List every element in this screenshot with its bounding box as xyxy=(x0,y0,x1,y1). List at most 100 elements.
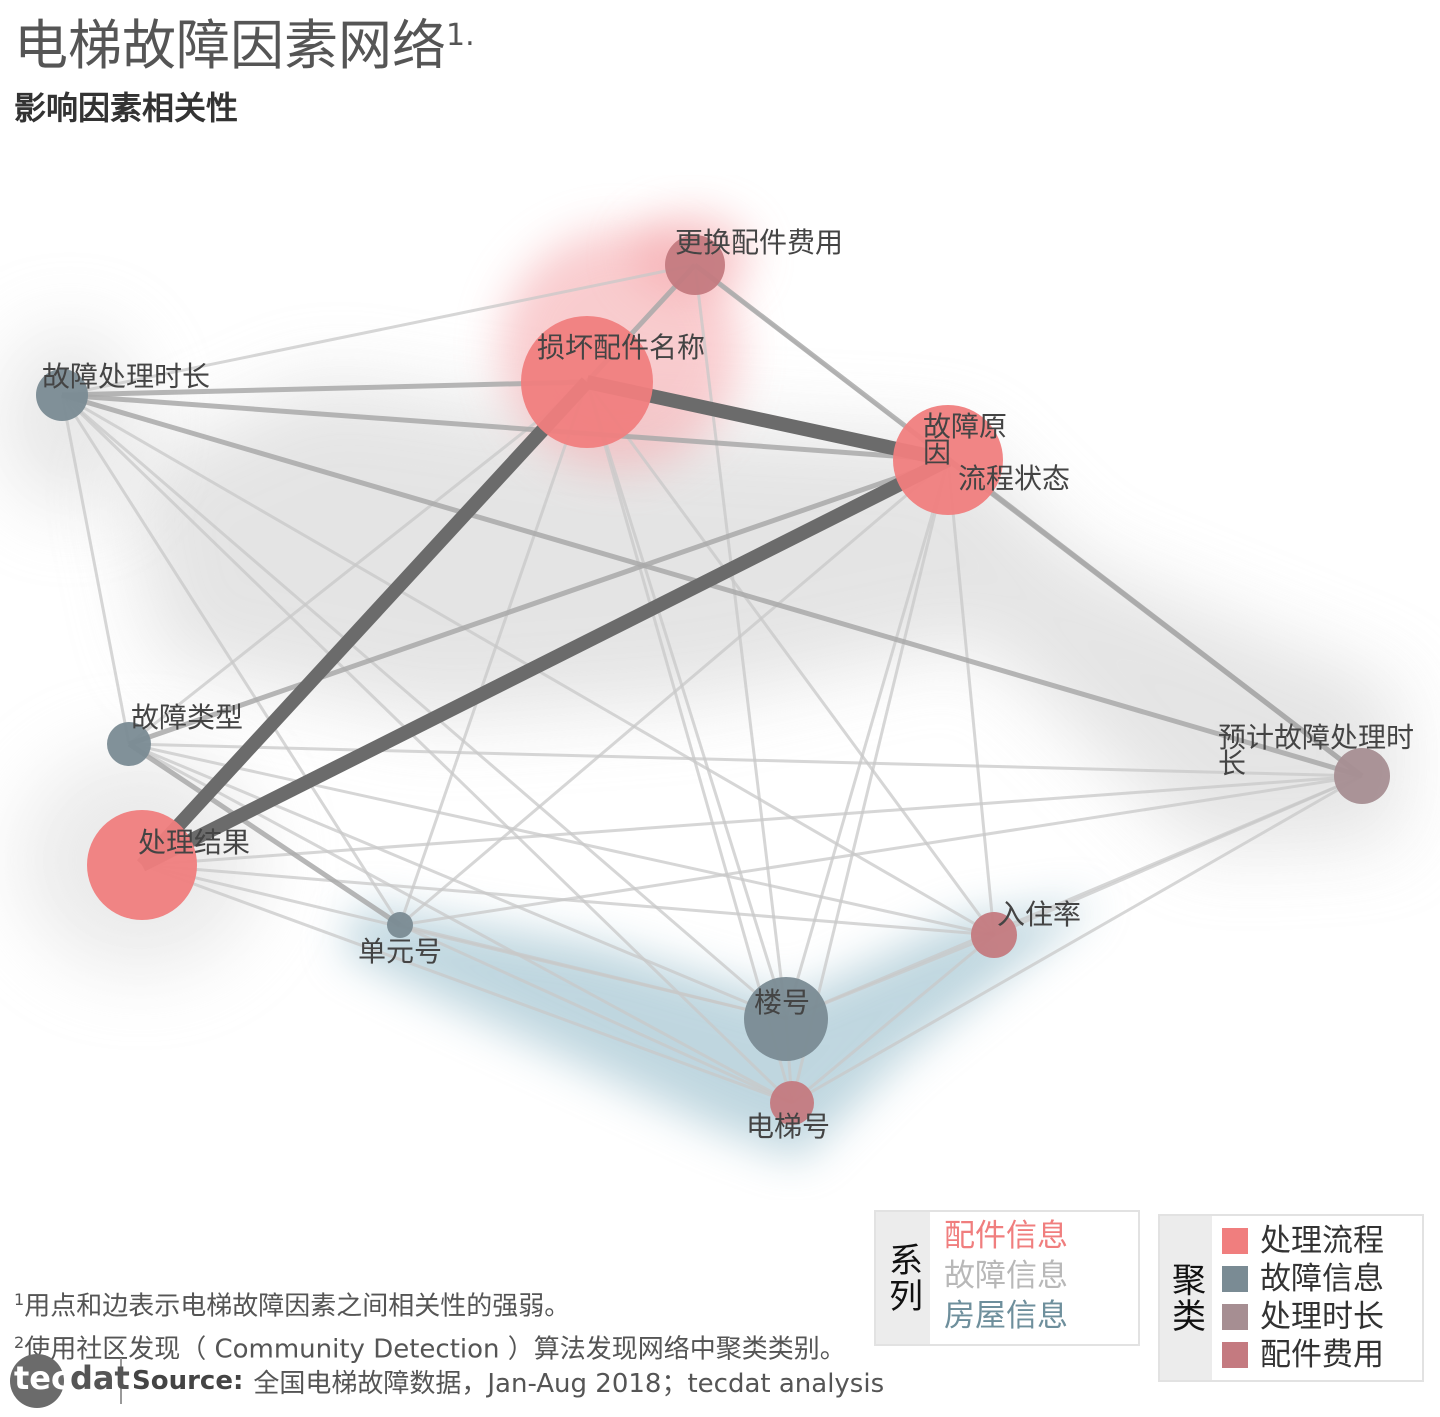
node-label-expected_duration: 预计故障处理时长 xyxy=(1218,721,1414,780)
edge-unit_no-expected_duration xyxy=(399,774,1363,927)
edge-parts_cost-building_no xyxy=(693,264,788,1020)
node-label-line: 长 xyxy=(1218,747,1246,780)
node-elevator_no[interactable] xyxy=(770,1081,814,1125)
legend-swatch xyxy=(1222,1266,1248,1292)
legend-cluster-header: 聚类 xyxy=(1160,1216,1212,1380)
tecdat-logo: tecdat xyxy=(10,1354,130,1408)
edge-fault_type-occupancy xyxy=(128,742,995,937)
edge-fault_duration-parts_cost xyxy=(61,263,696,397)
edge-fault_type-expected_duration xyxy=(128,742,1363,778)
node-fault_type[interactable] xyxy=(107,722,151,766)
edge-fault_cause-unit_no xyxy=(399,458,949,927)
network-edges xyxy=(60,263,1364,1105)
node-label-line: 预计故障处理时 xyxy=(1218,721,1414,754)
legend-series-item[interactable]: 房屋信息 xyxy=(944,1298,1068,1334)
edge-fault_duration-building_no xyxy=(61,393,787,1021)
legend-series-item[interactable]: 故障信息 xyxy=(944,1258,1068,1294)
page-title: 电梯故障因素网络1. xyxy=(14,14,475,78)
node-label-line: 故障处理时长 xyxy=(42,360,210,393)
edge-fault_type-unit_no xyxy=(127,741,402,928)
node-label-parts_cost: 更换配件费用 xyxy=(675,226,843,259)
source-text: 全国电梯故障数据，Jan-Aug 2018；tecdat analysis xyxy=(253,1368,885,1399)
edge-damaged_part-building_no xyxy=(585,381,788,1020)
node-unit_no[interactable] xyxy=(387,912,413,938)
legend-cluster-item[interactable]: 处理流程 xyxy=(1222,1222,1384,1260)
node-label-line: 楼号 xyxy=(754,986,810,1019)
node-label-damaged_part: 损坏配件名称 xyxy=(537,331,705,364)
edge-unit_no-building_no xyxy=(399,923,787,1021)
legend-series: 系列 配件信息 故障信息 房屋信息 xyxy=(874,1210,1140,1346)
node-label-fault_cause: 故障原因 xyxy=(923,410,1007,469)
source-divider xyxy=(120,1358,122,1404)
edge-damaged_part-fault_type xyxy=(128,380,588,746)
node-fault_duration[interactable] xyxy=(36,369,88,421)
legend-cluster-label: 配件费用 xyxy=(1260,1337,1384,1373)
node-label-line: 因 xyxy=(923,436,951,469)
footnote-2: 2使用社区发现（ Community Detection ）算法发现网络中聚类类… xyxy=(14,1325,846,1368)
legend-swatch xyxy=(1222,1304,1248,1330)
footnote-1-text: 用点和边表示电梯故障因素之间相关性的强弱。 xyxy=(24,1291,571,1322)
legend-cluster-items: 处理流程 故障信息 处理时长 配件费用 xyxy=(1212,1216,1384,1380)
edge-result-expected_duration xyxy=(141,774,1363,867)
node-result[interactable] xyxy=(87,810,197,920)
cluster-halo-blue xyxy=(340,900,1100,1160)
legend-cluster-label: 处理流程 xyxy=(1260,1223,1384,1259)
node-label-occupancy: 入住率 xyxy=(997,898,1081,931)
legend-cluster-label: 处理时长 xyxy=(1260,1299,1384,1335)
node-label-line: 流程状态 xyxy=(958,462,1070,495)
logo-text-light: tec xyxy=(14,1359,70,1397)
edge-result-elevator_no xyxy=(141,863,793,1105)
node-building_no[interactable] xyxy=(744,977,828,1061)
node-label-line: 电梯号 xyxy=(746,1110,830,1143)
legend-cluster-item[interactable]: 故障信息 xyxy=(1222,1260,1384,1298)
node-label-elevator_no: 电梯号 xyxy=(746,1110,830,1143)
page-subtitle: 影响因素相关性 xyxy=(14,89,239,127)
edge-fault_type-elevator_no xyxy=(128,742,793,1105)
edge-fault_duration-fault_cause xyxy=(61,392,949,463)
edge-fault_cause-expected_duration xyxy=(946,458,1364,778)
node-label-unit_no: 单元号 xyxy=(358,935,442,968)
logo-text: tecdat xyxy=(14,1359,130,1397)
node-expected_duration[interactable] xyxy=(1334,748,1390,804)
edge-building_no-expected_duration xyxy=(785,774,1363,1021)
source-label: Source: xyxy=(132,1366,244,1396)
footnotes: 1用点和边表示电梯故障因素之间相关性的强弱。 2使用社区发现（ Communit… xyxy=(14,1282,846,1367)
legend-cluster-item[interactable]: 处理时长 xyxy=(1222,1298,1384,1336)
legend-cluster-label: 故障信息 xyxy=(1260,1261,1384,1297)
edge-damaged_part-unit_no xyxy=(398,381,589,926)
legend-swatch xyxy=(1222,1342,1248,1368)
node-label-line: 单元号 xyxy=(358,935,442,968)
legend-cluster-item[interactable]: 配件费用 xyxy=(1222,1336,1384,1374)
network-nodes xyxy=(36,235,1390,1125)
edge-fault_cause-result xyxy=(138,453,952,872)
legend-cluster: 聚类 处理流程 故障信息 处理时长 配件费用 xyxy=(1158,1214,1424,1382)
node-label-line: 入住率 xyxy=(997,898,1081,931)
title-superscript: 1. xyxy=(446,18,475,53)
edge-fault_duration-unit_no xyxy=(60,394,402,926)
node-label-line: 故障类型 xyxy=(131,701,243,734)
node-label-process_status: 流程状态 xyxy=(958,462,1070,495)
node-label-line: 故障原 xyxy=(923,410,1007,443)
legend-series-item[interactable]: 配件信息 xyxy=(944,1218,1068,1254)
node-fault_cause[interactable] xyxy=(893,405,1003,515)
network-labels: 更换配件费用损坏配件名称故障处理时长故障原因流程状态故障类型预计故障处理时长处理… xyxy=(42,226,1414,1143)
network-diagram: 更换配件费用损坏配件名称故障处理时长故障原因流程状态故障类型预计故障处理时长处理… xyxy=(0,215,1414,1160)
edge-damaged_part-result xyxy=(136,377,593,870)
edge-fault_type-fault_cause xyxy=(128,457,949,747)
footnote-1: 1用点和边表示电梯故障因素之间相关性的强弱。 xyxy=(14,1282,846,1325)
node-occupancy[interactable] xyxy=(971,912,1017,958)
footnote-2-text: 使用社区发现（ Community Detection ）算法发现网络中聚类类别… xyxy=(24,1334,846,1365)
footnote-2-mark: 2 xyxy=(14,1332,25,1352)
edge-fault_duration-damaged_part xyxy=(61,379,588,398)
node-label-line: 损坏配件名称 xyxy=(537,331,705,364)
edge-fault_cause-building_no xyxy=(784,459,950,1020)
node-label-line: 处理结果 xyxy=(138,826,250,859)
legend-swatch xyxy=(1222,1228,1248,1254)
edge-fault_cause-occupancy xyxy=(946,459,996,936)
node-label-result: 处理结果 xyxy=(138,826,250,859)
node-parts_cost[interactable] xyxy=(665,235,725,295)
node-damaged_part[interactable] xyxy=(521,316,653,448)
edge-fault_type-building_no xyxy=(128,742,787,1021)
edge-fault_duration-fault_type xyxy=(60,394,131,745)
legend-series-header: 系列 xyxy=(876,1212,930,1344)
